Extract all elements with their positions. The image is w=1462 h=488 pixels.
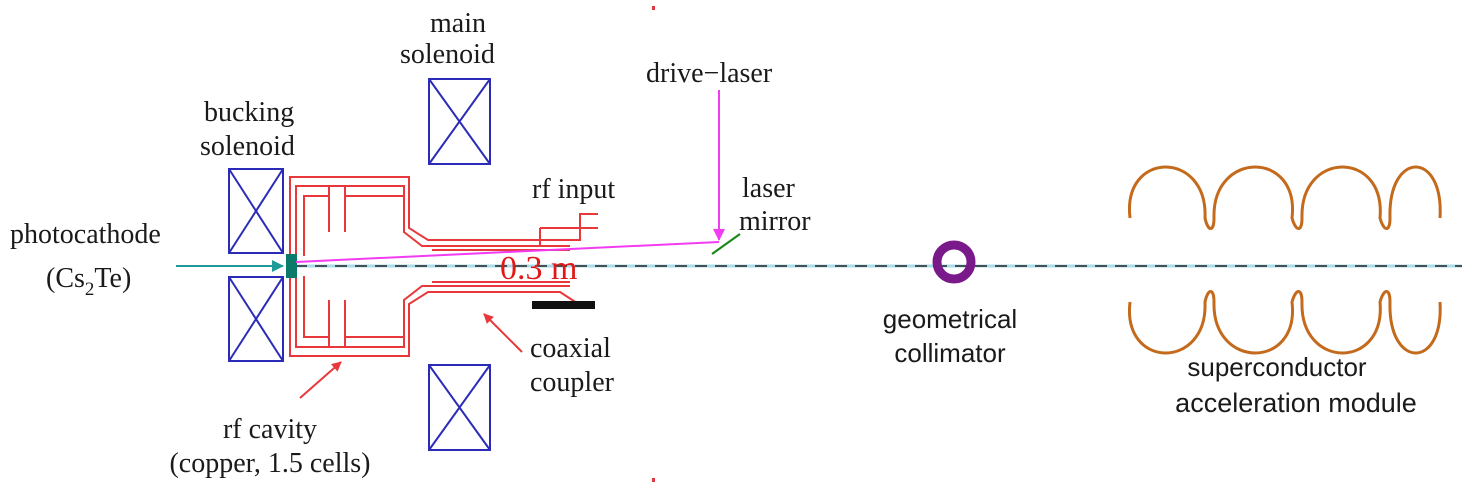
bucking-solenoid-top [228, 168, 284, 254]
rf-cavity [289, 176, 598, 357]
geometrical-collimator-label-line2: collimator [894, 338, 1006, 368]
rf-cavity-label-line2: (copper, 1.5 cells) [169, 448, 370, 479]
rf-cavity-label-line1: rf cavity [223, 414, 317, 445]
edge-mark-bottom [652, 478, 655, 482]
photocathode-plug [286, 254, 297, 278]
main-solenoid-label-line2: solenoid [400, 39, 495, 70]
main-solenoid-label-line1: main [430, 8, 486, 39]
coaxial-coupler-label-line1: coaxial [530, 333, 611, 364]
superconductor-acceleration-module [1128, 165, 1442, 355]
scale-bar-label: 0.3 m [500, 250, 577, 287]
geometrical-collimator-label-line1: geometrical [883, 304, 1017, 334]
bucking-solenoid-label-line2: solenoid [200, 131, 295, 162]
cathode-material-label: (Cs2Te) [46, 263, 131, 300]
bucking-solenoid-bottom [228, 276, 284, 362]
coaxial-coupler-pointer-arrow [483, 313, 523, 353]
main-solenoid-bottom [428, 364, 491, 451]
scale-bar [532, 301, 595, 309]
edge-mark-top [652, 6, 655, 10]
rf-cavity-pointer-arrow [299, 361, 342, 399]
drive-laser-label: drive−laser [646, 58, 773, 89]
laser-mirror-label-line2: mirror [739, 206, 811, 237]
rf-input-label: rf input [532, 174, 615, 205]
superconductor-module-label-line2: acceleration module [1175, 388, 1417, 418]
superconductor-module-label-line1: superconductor [1187, 352, 1367, 382]
geometrical-collimator [932, 240, 976, 284]
laser-mirror-label-line1: laser [742, 173, 796, 204]
laser-mirror [711, 233, 741, 255]
main-solenoid-top [428, 78, 491, 165]
coaxial-coupler-label-line2: coupler [530, 367, 615, 398]
bucking-solenoid-label-line1: bucking [204, 97, 294, 128]
photocathode-label: photocathode [10, 219, 161, 250]
drive-laser-path [295, 90, 725, 263]
